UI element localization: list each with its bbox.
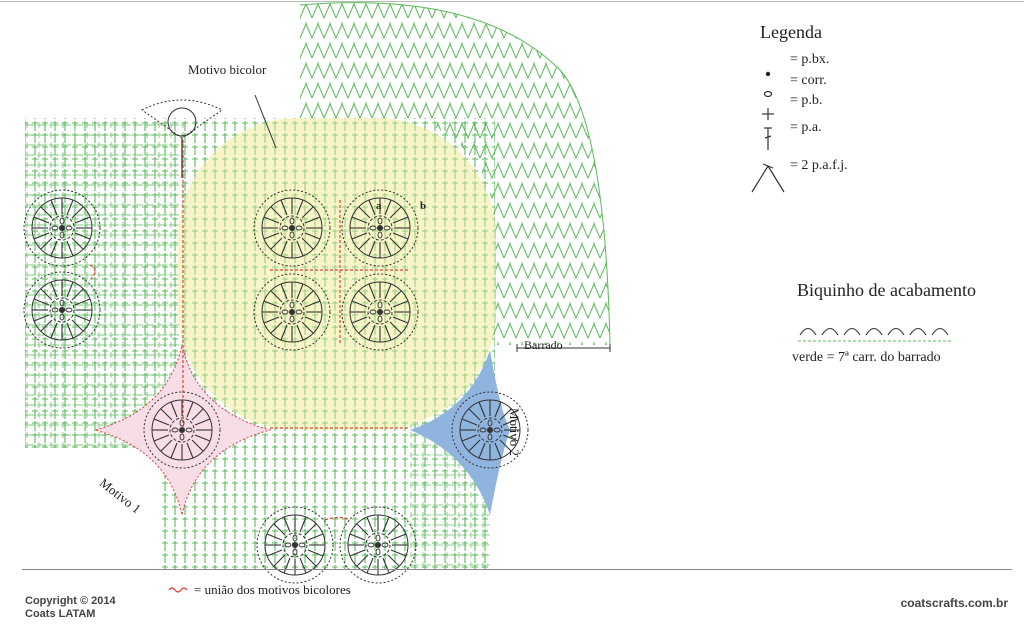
union-legend-label: = união dos motivos bicolores bbox=[194, 582, 351, 597]
copyright-line-1: Copyright © 2014 bbox=[25, 595, 116, 607]
footer-rule bbox=[22, 569, 1012, 570]
legend-item-slip: = corr. bbox=[790, 73, 827, 88]
biquinho-note: verde = 7ª carr. do barrado bbox=[792, 350, 941, 365]
treble-stitch-icon bbox=[764, 127, 772, 150]
legend-item-chain: = p.bx. bbox=[790, 52, 830, 67]
barrado-label: Barrado bbox=[524, 338, 563, 352]
copyright-line-2: Coats LATAM bbox=[25, 608, 96, 620]
legend-item-single: = p.b. bbox=[790, 93, 823, 108]
point-a-label: a bbox=[376, 200, 382, 212]
union-lines bbox=[89, 140, 410, 521]
dot-stitch-icon bbox=[765, 71, 771, 77]
legend-item-double: = p.a. bbox=[790, 120, 822, 135]
motivo-bicolor-area bbox=[178, 118, 496, 430]
top-rule bbox=[0, 1, 1024, 2]
motivo-bicolor-label: Motivo bicolor bbox=[188, 62, 267, 77]
union-line-icon bbox=[168, 587, 188, 593]
chain-stitch-icon bbox=[765, 58, 771, 62]
biquinho-title: Biquinho de acabamento bbox=[797, 280, 976, 300]
double-crochet-icon bbox=[751, 163, 785, 193]
motivo-bicolor-pointer bbox=[254, 94, 277, 149]
union-legend: = união dos motivos bicolores bbox=[168, 582, 351, 598]
barrado-bracket bbox=[516, 344, 611, 352]
barrado-border bbox=[299, 2, 611, 346]
point-b-label: b bbox=[420, 200, 427, 212]
copyright: Copyright © 2014 Coats LATAM bbox=[25, 595, 116, 621]
biquinho-row bbox=[798, 327, 952, 342]
motivo-2-label: Motivo 2 bbox=[507, 408, 522, 457]
dark-motifs bbox=[23, 99, 529, 584]
legend-symbols bbox=[751, 58, 785, 193]
legend-title: Legenda bbox=[760, 22, 822, 42]
legend-item-decrease: = 2 p.a.f.j. bbox=[790, 158, 848, 173]
cross-stitch-icon bbox=[762, 108, 774, 120]
website-link[interactable]: coatscrafts.com.br bbox=[900, 596, 1008, 610]
oval-stitch-icon bbox=[763, 90, 773, 98]
